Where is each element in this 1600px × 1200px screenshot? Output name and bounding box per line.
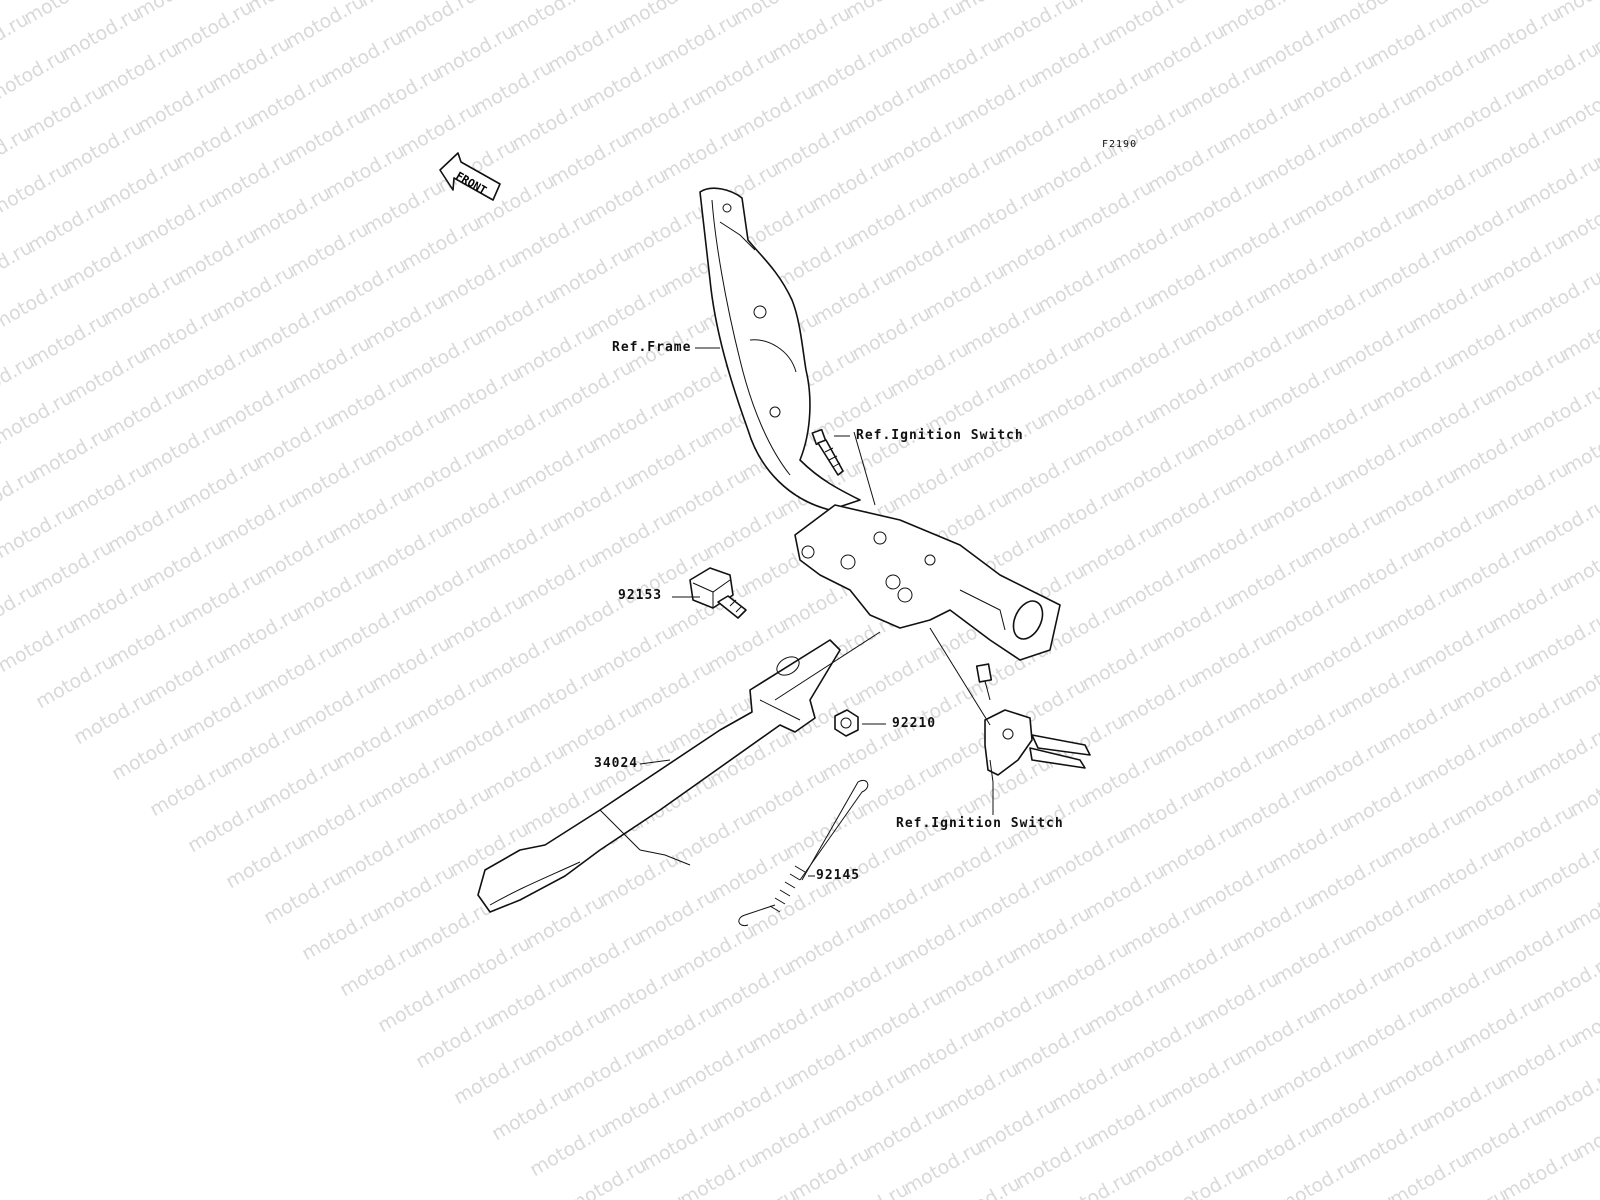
- alignment-line: [774, 631, 881, 701]
- leader-ignition-wire: [929, 627, 991, 726]
- side-stand-34024: [477, 639, 841, 913]
- label-92145: 92145: [816, 868, 861, 883]
- label-34024: 34024: [594, 756, 639, 771]
- leader-ignition-vertical: [853, 431, 876, 506]
- label-92210: 92210: [892, 716, 937, 731]
- spring-92145: [738, 779, 869, 927]
- front-arrow-icon: FRONT: [439, 152, 501, 201]
- label-ref-frame: Ref.Frame: [612, 340, 692, 355]
- nut-92210: [834, 709, 859, 737]
- label-ref-ignition-bottom: Ref.Ignition Switch: [896, 816, 1064, 831]
- pivot-bolt-92153: [689, 567, 747, 619]
- figure-code: F2190: [1102, 139, 1138, 150]
- ignition-switch-part: [975, 663, 1091, 783]
- stand-bracket-part: [794, 504, 1061, 661]
- label-92153: 92153: [618, 588, 663, 603]
- leader-34024: [639, 759, 671, 765]
- label-ref-ignition-top: Ref.Ignition Switch: [856, 428, 1024, 443]
- frame-part: [699, 187, 861, 511]
- bolt-icon: [811, 428, 844, 476]
